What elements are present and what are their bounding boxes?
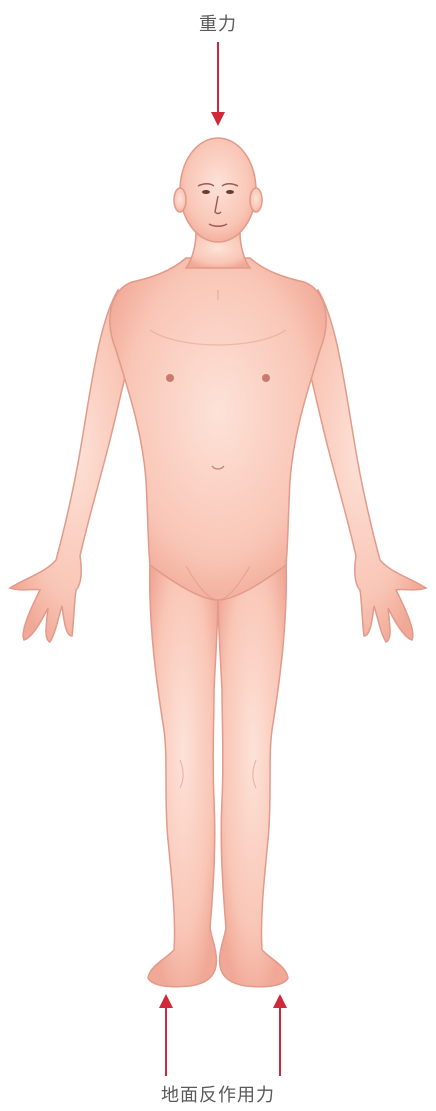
- left-ear: [174, 188, 186, 212]
- right-ear: [250, 188, 262, 212]
- gravity-arrowhead: [211, 112, 225, 126]
- ground-reaction-arrowhead-left: [159, 994, 173, 1008]
- human-body: [10, 138, 426, 987]
- ground-reaction-arrowhead-right: [273, 994, 287, 1008]
- ground-reaction-label: 地面反作用力: [0, 1081, 436, 1107]
- torso: [110, 258, 326, 600]
